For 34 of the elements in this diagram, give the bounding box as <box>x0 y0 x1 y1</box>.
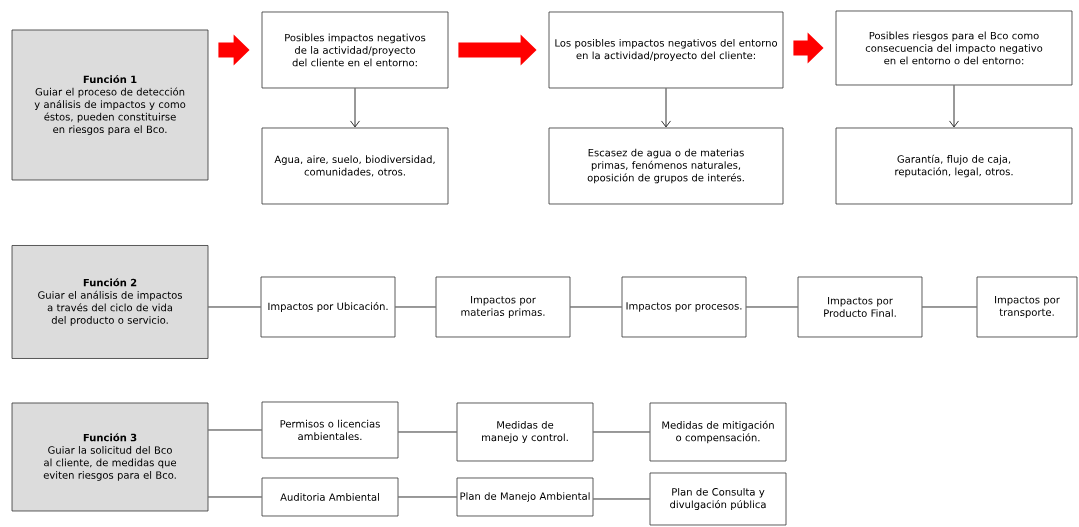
connector-line <box>208 306 261 308</box>
function-box: Función 1 Guiar el proceso de detección y análisis de impactos y como éstos, pueden constituirse en riesgos para el Bco. <box>11 29 209 181</box>
arrow <box>949 85 959 128</box>
process-box: Plan de Manejo Ambiental <box>456 477 594 517</box>
process-box: Medidas de manejo y control. <box>456 402 594 462</box>
connector-line <box>398 496 457 498</box>
function-box: Función 3 Guiar la solicitud del Bco al cliente, de medidas que eviten riesgos para el Bco. <box>11 402 209 512</box>
process-box: Impactos por procesos. <box>621 276 747 338</box>
process-box: Impactos por materias primas. <box>435 276 571 338</box>
process-box: Impactos por transporte. <box>976 276 1078 338</box>
connector-line <box>208 429 262 431</box>
function-box: Función 2 Guiar el análisis de impactos a través del ciclo de vida del producto o servicio. <box>11 245 209 359</box>
connector-line <box>395 306 436 308</box>
connector-line <box>746 306 798 308</box>
connector-line <box>593 431 650 433</box>
process-box: Auditoria Ambiental <box>261 477 399 517</box>
connector-line <box>593 498 650 500</box>
arrow <box>661 88 671 128</box>
connector-line <box>398 431 457 433</box>
connector-line <box>208 496 262 498</box>
process-box: Posibles impactos negativos de la actividad/proyecto del cliente en el entorno: <box>261 11 449 89</box>
process-box: Impactos por Ubicación. <box>260 276 396 338</box>
process-box: Permisos o licencias ambientales. <box>261 401 399 459</box>
process-box: Plan de Consulta y divulgación pública <box>649 472 787 526</box>
process-box: Los posibles impactos negativos del entorno en la actividad/proyecto del cliente: <box>548 11 784 89</box>
arrow <box>350 88 360 128</box>
process-box: Agua, aire, suelo, biodiversidad, comunidades, otros. <box>261 127 449 205</box>
connector-line <box>922 306 977 308</box>
process-box: Escasez de agua o de materias primas, fenómenos naturales, oposición de grupos de interés. <box>548 127 784 205</box>
process-box: Medidas de mitigación o compensación. <box>649 402 787 462</box>
connector-line <box>570 306 622 308</box>
process-box: Posibles riesgos para el Bco como consecuencia del impacto negativo en el entorno o del entorno: <box>835 10 1073 86</box>
process-box: Impactos por Producto Final. <box>797 276 923 338</box>
process-box: Garantía, flujo de caja, reputación, legal, otros. <box>835 127 1073 205</box>
